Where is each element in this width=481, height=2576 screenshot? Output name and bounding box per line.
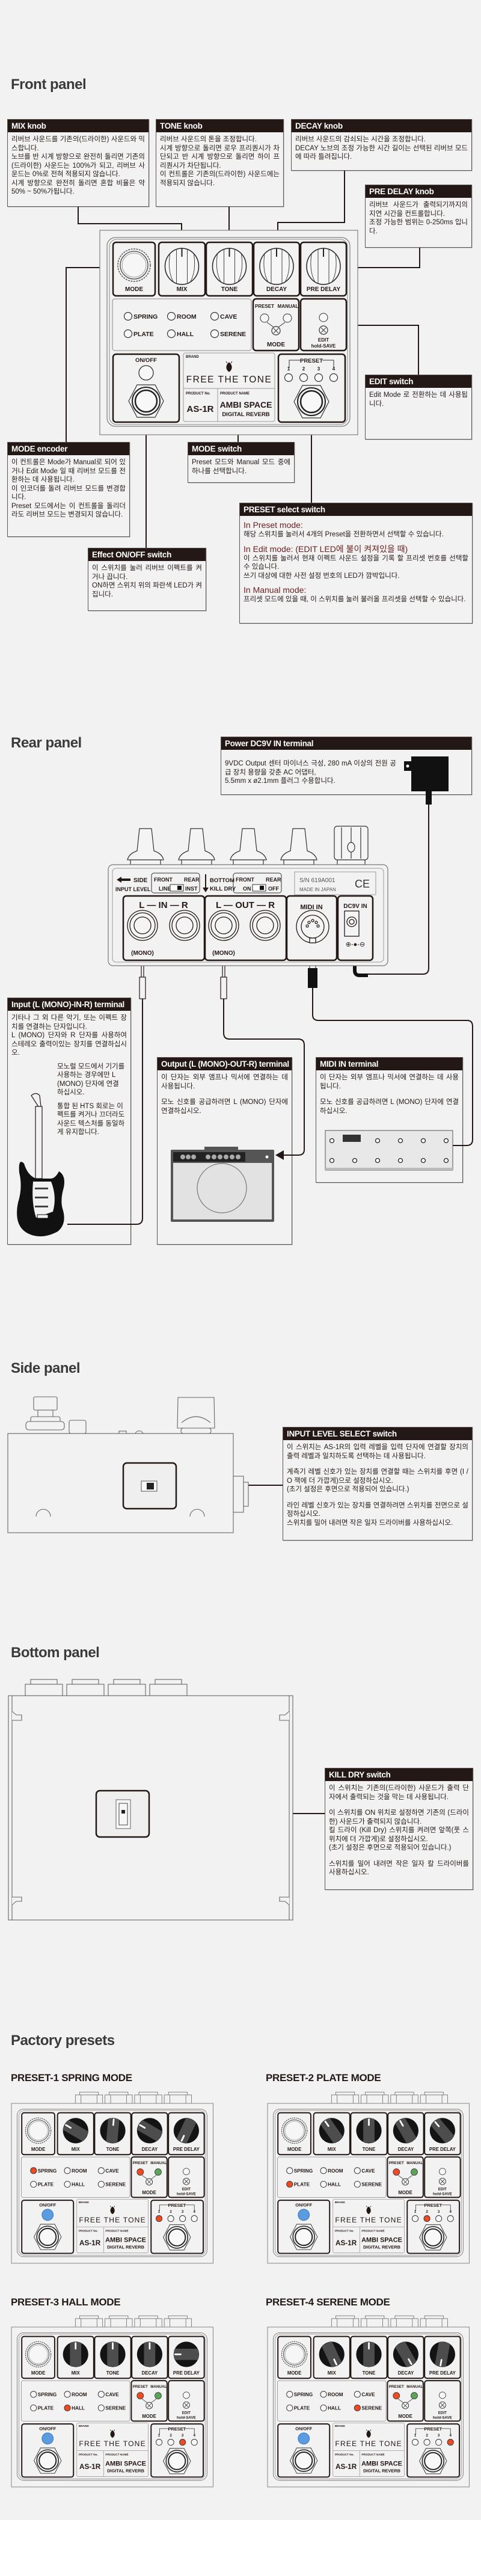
callout-text: 이 스위치는 기존의(드라이한) 사운드가 출력 단자에서 출력되는 것을 막는… xyxy=(329,1785,469,1801)
callout-body: 이 스위치는 AS-1R의 입력 레벨을 입력 단자에 연결할 장치의 출력 레… xyxy=(283,1440,472,1530)
callout-text: 계측기 레벨 신호가 있는 장치를 연결할 때는 스위치를 후면 (I / O … xyxy=(287,1468,468,1493)
callout-body: 이 스위치를 눌러 리버브 이펙트를 켜거나 끕니다.ON하면 스위치 위의 파… xyxy=(88,561,206,602)
callout-title: EDIT switch xyxy=(366,375,471,388)
preset-title-2: PRESET-2 PLATE MODE xyxy=(266,2072,381,2084)
callout-title: Output (L (MONO)-OUT-R) terminal xyxy=(158,1058,292,1070)
callout-text: 이 스위치를 눌러서 현재 이펙트 사운드 설정을 기록 할 프리셋 번호를 선… xyxy=(244,554,468,580)
callout-text: 모노 신호를 공급하려면 L (MONO) 단자에 연결하십시오. xyxy=(161,1099,288,1115)
callout-body: 이 단자는 외부 앰프나 믹서에 연결하는 데 사용됩니다. 모노 신호를 공급하… xyxy=(158,1070,292,1118)
callout-text: 모노 신호를 공급하려면 L (MONO) 단자에 연결하십시오. xyxy=(320,1099,459,1115)
callout-text: 시계 방향으로 돌리면 로우 프리퀀시가 차단되고 반 시계 방향으로 돌리면 … xyxy=(160,144,280,170)
callout-text: 이 컨트롤은 기존의(드라이한) 사운드에는 적용되지 않습니다. xyxy=(160,171,280,187)
callout-text: 이 스위치는 AS-1R의 입력 레벨을 입력 단자에 연결할 장치의 출력 레… xyxy=(287,1444,468,1460)
callout-title: MODE encoder xyxy=(8,443,129,455)
callout-title: PRE DELAY knob xyxy=(366,185,471,198)
callout-body: 이 스위치는 기존의(드라이한) 사운드가 출력 단자에서 출력되는 것을 막는… xyxy=(325,1781,473,1880)
callout-text: Edit Mode 로 전환하는 데 사용됩니다. xyxy=(369,391,468,408)
callout-text: 이 단자는 외부 앰프나 믹서에 연결하는 데 사용됩니다. xyxy=(161,1074,288,1090)
callout-text: 기타나 그 외 다른 악기, 또는 이펙트 장치를 연결하는 단자입니다. xyxy=(11,1014,127,1031)
section-heading-front: Front panel xyxy=(11,76,87,93)
callout-text: Preset 모드와 Manual 모드 중에 하나를 선택합니다. xyxy=(192,459,290,475)
callout-title: TONE knob xyxy=(156,120,283,132)
callout-text: 이 스위치를 ON 위치로 설정하면 기존의 (드라이한) 사운드가 출력되지 … xyxy=(329,1809,469,1851)
callout-text: 모노럴 모드에서 기기를 사용하는 경우에만 L (MONO) 단자에 연결 하… xyxy=(57,1063,125,1097)
callout-body: In Preset mode:해당 스위치를 눌러서 4개의 Preset을 전… xyxy=(240,516,472,607)
callout-title: Power DC9V IN terminal xyxy=(221,737,471,750)
callout-kill-dry-switch: KILL DRY switch 이 스위치는 기존의(드라이한) 사운드가 출력 … xyxy=(325,1768,473,1890)
callout-subheading: In Manual mode: xyxy=(244,585,307,595)
callout-input-level-switch: INPUT LEVEL SELECT switch 이 스위치는 AS-1R의 입… xyxy=(283,1427,473,1541)
section-heading-rear: Rear panel xyxy=(11,735,82,751)
callout-text: 리버브 사운드의 감쇠되는 시간을 조정합니다. xyxy=(295,136,426,143)
callout-body: Preset 모드와 Manual 모드 중에 하나를 선택합니다. xyxy=(188,455,294,479)
callout-title: INPUT LEVEL SELECT switch xyxy=(283,1428,472,1440)
callout-body: 기타나 그 외 다른 악기, 또는 이펙트 장치를 연결하는 단자입니다.L (… xyxy=(8,1011,130,1140)
callout-text: DECAY 노브의 조정 가능한 시간 길이는 선택된 리버브 모드에 따라 틀… xyxy=(295,144,468,161)
callout-text: 통합 된 HTS 회로는 이펙트를 켜거나 끄더라도 사운드 텍스처를 동일하게… xyxy=(57,1102,125,1136)
callout-title: DECAY knob xyxy=(292,120,471,132)
section-heading-presets: Pactory presets xyxy=(11,2032,115,2049)
callout-title: Input (L (MONO)-IN-R) terminal xyxy=(8,998,130,1011)
callout-text: L (MONO) 단자와 R 단자를 사용하여 스테레오 출력이있는 장치를 연… xyxy=(11,1032,127,1056)
preset-title-1: PRESET-1 SPRING MODE xyxy=(11,2072,132,2084)
callout-text: 리버브 사운드의 톤을 조정합니다. xyxy=(160,136,257,143)
callout-text: 스위치를 밀어 내려면 작은 일자 칼 드라이버를 사용하십시오. xyxy=(329,1860,469,1877)
section-heading-bottom: Bottom panel xyxy=(11,1645,100,1661)
callout-title: Effect ON/OFF switch xyxy=(88,548,206,561)
callout-body: 9VDC Output 센터 마이너스 극성, 280 mA 이상의 전원 공급… xyxy=(221,750,471,789)
callout-text: 라인 레벨 신호가 있는 장치를 연결하려면 스위치를 전면으로 설정하십시오.… xyxy=(287,1501,468,1527)
callout-text: 조정 가능한 범위는 0-250ms 입니다. xyxy=(369,219,468,235)
callout-title: MODE switch xyxy=(188,443,294,455)
callout-text: 이 스위치를 눌러 리버브 이펙트를 켜거나 끕니다. xyxy=(92,565,202,581)
callout-text: 리버브 사운드를 기존의(드라이한) 사운드와 믹스합니다. xyxy=(11,136,145,152)
preset-title-4: PRESET-4 SERENE MODE xyxy=(266,2296,390,2308)
callout-body: 리버브 사운드의 감쇠되는 시간을 조정합니다.DECAY 노브의 조정 가능한… xyxy=(292,132,471,165)
callout-text: 이 인코더를 돌려 리버브 모드를 변경합니다. xyxy=(11,485,126,501)
callout-title: KILL DRY switch xyxy=(325,1768,473,1781)
callout-text: 리버브 사운드가 출력되기까지의 지연 시간을 컨트롤합니다. xyxy=(369,201,468,218)
callout-title: MIX knob xyxy=(8,120,149,132)
preset-title-3: PRESET-3 HALL MODE xyxy=(11,2296,121,2308)
callout-text: Preset 모드에서는 이 컨트롤을 돌리더라도 리버브 모드는 변경되지 않… xyxy=(11,502,126,519)
callout-title: MIDI IN terminal xyxy=(316,1058,462,1070)
callout-text: 시계 방향으로 완전히 돌리면 혼합 비율은 약 50% ~ 50%가됩니다. xyxy=(11,179,145,196)
callout-body: Edit Mode 로 전환하는 데 사용됩니다. xyxy=(366,388,471,411)
callout-text: 프리셋 모드에 있을 때, 이 스위치를 눌러 불러올 프리셋을 선택할 수 있… xyxy=(244,596,466,603)
callout-body: 리버브 사운드가 출력되기까지의 지연 시간을 컨트롤합니다.조정 가능한 범위… xyxy=(366,198,471,239)
callout-text: 노브를 반 시계 방향으로 완전히 돌리면 기존의(드라이한) 사운드는 100… xyxy=(11,153,145,178)
callout-title: PRESET select switch xyxy=(240,503,472,516)
section-heading-side: Side panel xyxy=(11,1360,81,1376)
callout-body: 이 단자는 외부 앰프나 믹서에 연결하는 데 사용됩니다. 모노 신호를 공급하… xyxy=(316,1070,462,1118)
callout-body: 리버브 사운드의 톤을 조정합니다.시계 방향으로 돌리면 로우 프리퀀시가 차… xyxy=(156,132,283,191)
callout-text: 이 컨트롤은 Mode가 Manual로 되어 있거나 Edit Mode 일 … xyxy=(11,459,126,483)
callout-text: ON하면 스위치 위의 파란색 LED가 켜집니다. xyxy=(92,582,202,598)
callout-text: 9VDC Output 센터 마이너스 극성, 280 mA 이상의 전원 공급… xyxy=(225,760,396,785)
callout-body: 리버브 사운드를 기존의(드라이한) 사운드와 믹스합니다.노브를 반 시계 방… xyxy=(8,132,149,200)
callout-body: 이 컨트롤은 Mode가 Manual로 되어 있거나 Edit Mode 일 … xyxy=(8,455,129,523)
callout-subheading: In Edit mode: (EDIT LED에 불이 켜져있을 때) xyxy=(244,544,408,554)
callout-subheading: In Preset mode: xyxy=(244,520,303,530)
callout-mode-encoder: MODE encoder 이 컨트롤은 Mode가 Manual로 되어 있거나 … xyxy=(7,442,130,537)
callout-text: 해당 스위치를 눌러서 4개의 Preset을 전환하면서 선택할 수 있습니다… xyxy=(244,531,444,538)
callout-text: 이 단자는 외부 앰프나 믹서에 연결하는 데 사용됩니다. xyxy=(320,1074,459,1090)
callout-power-terminal: Power DC9V IN terminal 9VDC Output 센터 마이너… xyxy=(221,737,472,795)
